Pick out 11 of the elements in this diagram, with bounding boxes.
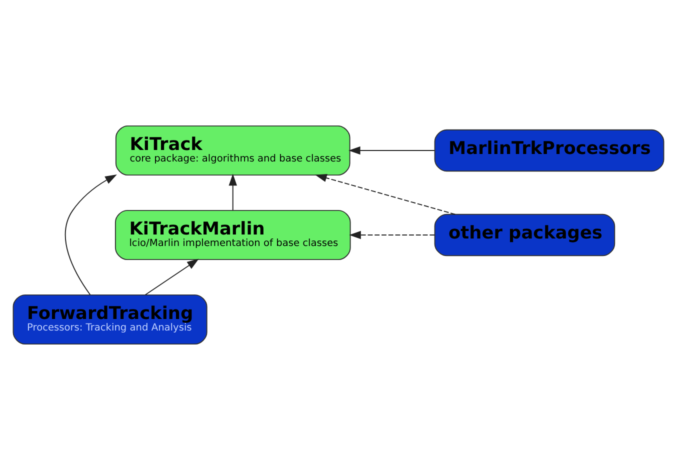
node-box: other packages bbox=[434, 213, 616, 256]
arrow bbox=[348, 146, 435, 154]
arrow bbox=[64, 174, 117, 295]
node-box: MarlinTrkProcessors bbox=[434, 128, 664, 172]
arrow bbox=[228, 173, 237, 210]
arrow bbox=[349, 230, 436, 239]
arrow bbox=[144, 258, 199, 295]
node-box: KiTrackMarlin lcio/Marlin implementation of base classes bbox=[114, 209, 351, 260]
node-box: ForwardTracking Processors: Tracking and Analysis bbox=[12, 294, 208, 344]
node-box: KiTrack core package: algorithms and base classes bbox=[115, 124, 350, 176]
arrow bbox=[314, 173, 456, 214]
